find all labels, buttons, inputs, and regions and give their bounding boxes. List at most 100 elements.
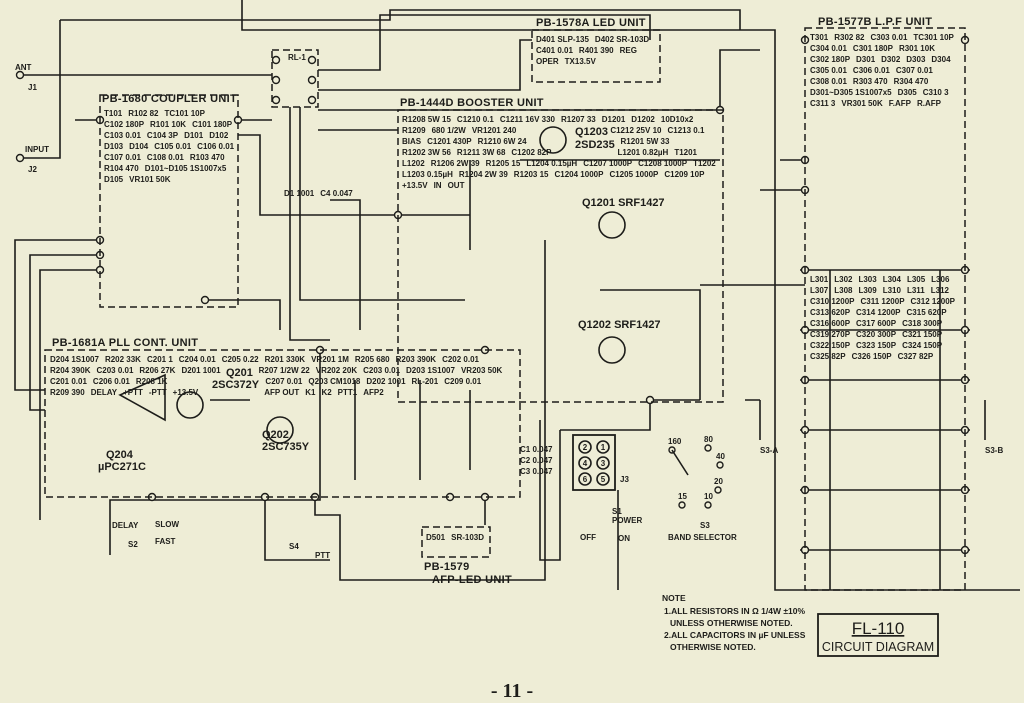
component-label-lpf: R303 470 [853,77,888,86]
component-label-lpf-filter: L303 [858,275,877,284]
component-label-pll: PTT1 [338,388,358,397]
component-label-pll: C206 0.01 [93,377,130,386]
component-label-led: R401 390 [579,46,614,55]
band-selector-wiper[interactable] [671,449,689,476]
component-label-lpf-filter: C320 300P [856,330,897,339]
component-label-coupler: D105 [104,175,124,184]
component-label-pll: C203 0.01 [96,366,133,375]
band-contact[interactable] [714,486,722,494]
component-label-coupler: C108 0.01 [147,153,184,162]
component-label-lpf-filter: C314 1200P [856,308,901,317]
component-label-pll: AFP2 [363,388,384,397]
note-heading: NOTE [662,593,686,603]
band-contact[interactable] [704,444,712,452]
band-label: 15 [678,492,687,501]
component-label-pll: C205 0.22 [222,355,259,364]
component-label-lpf-filter: L311 [907,286,925,295]
component-label-booster: R1209 [402,126,426,135]
input-label: INPUT [25,145,49,154]
component-label-lpf-filter: L306 [931,275,950,284]
component-label-coupler: C104 3P [147,131,179,140]
title-block [817,613,939,657]
component-label-coupler: D103 [104,142,124,151]
component-label-coupler: TC101 10P [164,109,205,118]
q204-type: µPC271C [98,461,146,473]
component-label-lpf: C303 0.01 [870,33,907,42]
component-label-booster: L1204 0.15µH [526,159,577,168]
s1-label: S1 [612,507,622,516]
wire [29,254,100,411]
component-label-lpf: C310 3 [923,88,949,97]
led-unit-box [531,29,661,83]
terminal-node [271,95,281,105]
component-label-power: C1 0.047 [520,445,553,454]
band-contact[interactable] [716,461,724,469]
component-label-lpf-filter: L301 [810,275,829,284]
band-contact[interactable] [678,501,686,509]
band-label: 10 [704,492,713,501]
component-label-coupler: R104 470 [104,164,139,173]
component-label-booster: C1209 10P [664,170,705,179]
band-contact[interactable] [704,501,712,509]
component-label-booster: T1202 [693,159,716,168]
s2-label: S2 [128,540,138,549]
component-label-pll: C201 0.01 [50,377,87,386]
component-label-pll: R204 390K [50,366,91,375]
j3-pin-number: 2 [583,443,588,452]
s1-on: ON [618,534,630,543]
terminal-node [307,55,317,65]
component-label-booster: C1213 0.1 [667,126,704,135]
component-label-pll: Q203 CM1018 [308,377,361,386]
component-label-lpf-filter: C310 1200P [810,297,855,306]
j3-connector-box [572,434,616,491]
terminal-node [271,75,281,85]
note-line-2: UNLESS OTHERWISE NOTED. [670,618,793,628]
component-label-lpf-filter: L302 [834,275,853,284]
component-label-lpf-filter: C312 1200P [911,297,956,306]
component-label-lpf-filter: C311 1200P [860,297,905,306]
j3-pin-number: 6 [583,475,588,484]
component-label-lpf: C306 0.01 [853,66,890,75]
q1203-label: Q1203 [575,126,608,138]
component-label-lpf-filter: L304 [883,275,902,284]
band-label: 40 [716,452,725,461]
diagram-subtitle: CIRCUIT DIAGRAM [822,640,934,654]
terminal-node [15,153,25,163]
component-label-pll: R209 390 [50,388,85,397]
wire [39,269,100,520]
q201-label: Q201 [226,367,253,379]
component-label-booster: T1201 [674,148,697,157]
component-label-lpf: D301 [856,55,876,64]
component-label-pll: +13.5V [173,388,199,397]
q201-type: 2SC372Y [212,379,260,391]
j3-pin-number: 5 [601,475,606,484]
lpf-unit-box [804,27,966,591]
component-label-lpf-filter: C324 150P [902,341,943,350]
component-label-booster: OUT [448,181,465,190]
component-label-lpf: TC301 10P [913,33,954,42]
wire [539,420,561,561]
component-label-pll: C201 1 [147,355,173,364]
component-label-lpf: D304 [931,55,951,64]
j3-pin-number: 3 [601,459,606,468]
wire [299,107,465,301]
component-label-coupler: D102 [209,131,229,140]
s1-power-label: POWER [612,516,642,525]
j3-pin [578,456,592,470]
component-label-booster: C1204 1000P [555,170,605,179]
component-label-booster: R1203 15 [514,170,549,179]
terminal-node [271,55,281,65]
wire [318,39,532,91]
component-label-pll: R201 330K [265,355,306,364]
s4-label: S4 [289,542,299,551]
lpf-unit-label: PB-1577B L.P.F UNIT [818,16,932,28]
q1203-type: 2SD235 [575,139,615,151]
led-unit-label: PB-1578A LED UNIT [536,17,646,29]
wire [60,9,741,30]
booster-unit-label: PB-1444D BOOSTER UNIT [400,97,544,109]
wire [560,400,651,431]
component-label-lpf: VR301 50K [841,99,883,108]
page-number: - 11 - [491,680,533,702]
wire [20,20,61,159]
